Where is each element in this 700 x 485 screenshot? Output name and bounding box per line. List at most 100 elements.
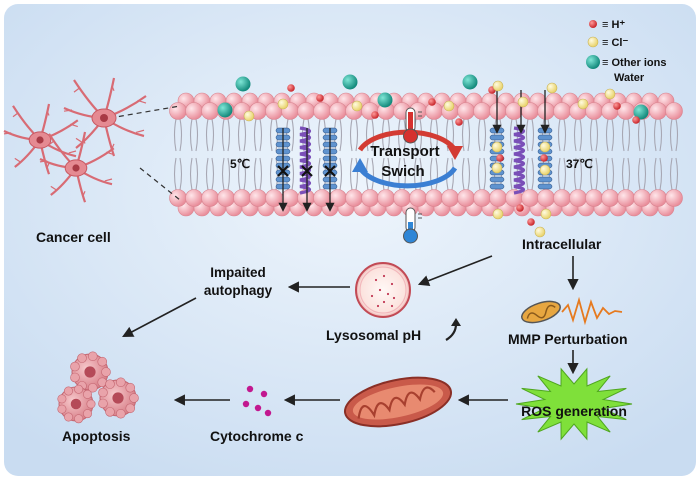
lipid-head [457,189,475,207]
lipid-tail [211,157,215,191]
proton-dot [382,274,386,278]
legend: ≡ H⁺ ≡ Cl⁻ ≡ Other ions Water [586,19,666,84]
other-ion [462,74,478,90]
lipid-tail [259,118,263,152]
blocked-x-icon [324,165,336,177]
lipid-tail [227,157,231,191]
apoptotic-bleb [74,414,84,424]
neuron-cell-icon [3,77,147,203]
other-ion [217,102,233,118]
lipid-head [665,102,683,120]
lipid-tail [349,157,353,191]
temp-cold-label: 5℃ [230,157,250,171]
intracellular-label: Intracellular [522,236,602,252]
lipid-tail [643,157,647,191]
lipid-tail [371,157,375,191]
lipid-tail [611,118,615,152]
lipid-tail [483,157,487,191]
neuron-branch [135,129,145,133]
lipid-tail [675,157,679,191]
h-ion [316,94,324,102]
lipid-tail [557,118,561,152]
lipid-head [201,102,219,120]
ros-burst-icon [515,367,633,441]
neuron-branch [111,85,115,92]
lipid-tail [573,118,577,152]
lipid-tail [627,118,631,152]
neuron-branch [73,87,81,93]
lipid-tail [669,118,673,152]
apoptotic-bleb [70,361,80,372]
lipid-tail [611,157,615,191]
lipid-tail [653,157,657,191]
lipid-tail [189,118,193,152]
apoptotic-bleb [77,353,87,363]
legend-water-label: Water [614,72,645,84]
lipid-head [201,189,219,207]
autophagy-label-line2: autophagy [204,283,273,298]
proton-dot [390,282,394,286]
apoptotic-bleb [64,386,74,396]
lipid-head [601,189,619,207]
neuron-branch [111,143,115,149]
channel-segment [537,134,553,141]
legend-cl-swatch [587,36,599,48]
lipid-head [185,189,203,207]
lipid-tail [291,118,295,152]
apoptotic-bleb [74,384,84,394]
neuron-branch [82,191,86,196]
lipid-head [441,189,459,207]
apoptotic-bleb [82,389,92,399]
lipid-tail [221,118,225,152]
lipid-tail [595,157,599,191]
lipid-head [489,102,507,120]
lipid-tail [253,118,257,152]
apoptotic-nucleus [70,398,82,410]
apoptotic-bleb [125,382,136,393]
lipid-tail [653,118,657,152]
lipid-tail [605,118,609,152]
lipid-head [345,189,363,207]
cl-ion [443,100,455,112]
lipid-tail [621,118,625,152]
lipid-head [649,102,667,120]
cl-ion [491,162,503,174]
cl-ion [277,98,289,110]
proton-dot [376,304,380,308]
legend-h-swatch [589,20,597,28]
cytochrome-dots [242,385,272,417]
lipid-head [329,189,347,207]
helix-channel [299,126,312,195]
apoptotic-bleb [115,377,126,388]
lipid-tail [205,157,209,191]
helix-channel [513,126,526,195]
lipid-head [425,189,443,207]
cytochrome-label: Cytochrome c [210,428,304,444]
cytochrome-dot [246,385,254,393]
lipid-tail [605,157,609,191]
lipid-tail [531,118,535,152]
ion-particles [217,74,649,238]
lipid-tail [317,118,321,152]
lipid-tail [595,118,599,152]
lipid-tail [179,157,183,191]
lipid-head [297,102,315,120]
apoptotic-bleb [87,351,98,362]
proton-dot [378,288,382,292]
lipid-tail [461,118,465,152]
lipid-tail [381,157,385,191]
other-ion [235,76,251,92]
lipid-tail [349,118,353,152]
channel-segment [489,183,505,190]
apoptotic-bleb [125,403,136,414]
neuron-branch [63,109,73,112]
cl-ion [492,80,504,92]
neuron-branch [3,132,12,135]
lipid-tail [579,118,583,152]
lipid-head [457,102,475,120]
apoptotic-cell-icon [57,351,139,424]
lipid-tail [637,157,641,191]
mmp-wave-icon [561,296,623,326]
lipid-head [217,189,235,207]
